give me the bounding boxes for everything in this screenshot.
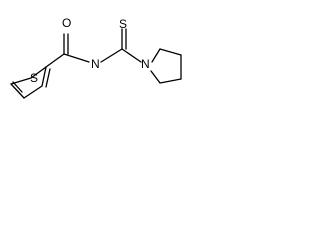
bond-c3-c4 (23, 85, 43, 99)
atom-labels: O S N S N (30, 16, 150, 85)
bond-pyrr-n-c2 (151, 48, 161, 63)
thione-sulfur-label: S (119, 17, 127, 31)
bonds (10, 28, 182, 99)
thiophene-sulfur-label: S (30, 71, 38, 85)
bond-thione-c-n (121, 48, 142, 63)
bond-c2-c3-double (45, 68, 51, 88)
bond-carbonyl-n (63, 53, 90, 63)
molecule-structure: O S N S N (10, 16, 182, 99)
amide-nitrogen-label: N (91, 57, 100, 71)
bond-c4-c5-double (12, 81, 23, 93)
bond-pyrr-c5-n (150, 70, 161, 84)
bond-c2-c3 (41, 66, 47, 87)
structure-canvas: O S N S N (0, 0, 209, 119)
bond-pyrr-c4-c5 (159, 78, 182, 84)
bond-n-thione-c (100, 48, 123, 63)
carbonyl-oxygen-label: O (62, 16, 71, 30)
bond-s1-c2 (30, 66, 47, 79)
pyrrolidine-nitrogen-label: N (141, 57, 150, 71)
bond-c4-c5 (10, 83, 25, 99)
bond-pyrr-c2-c3 (159, 48, 182, 56)
bond-ring-carbonyl (45, 53, 65, 68)
